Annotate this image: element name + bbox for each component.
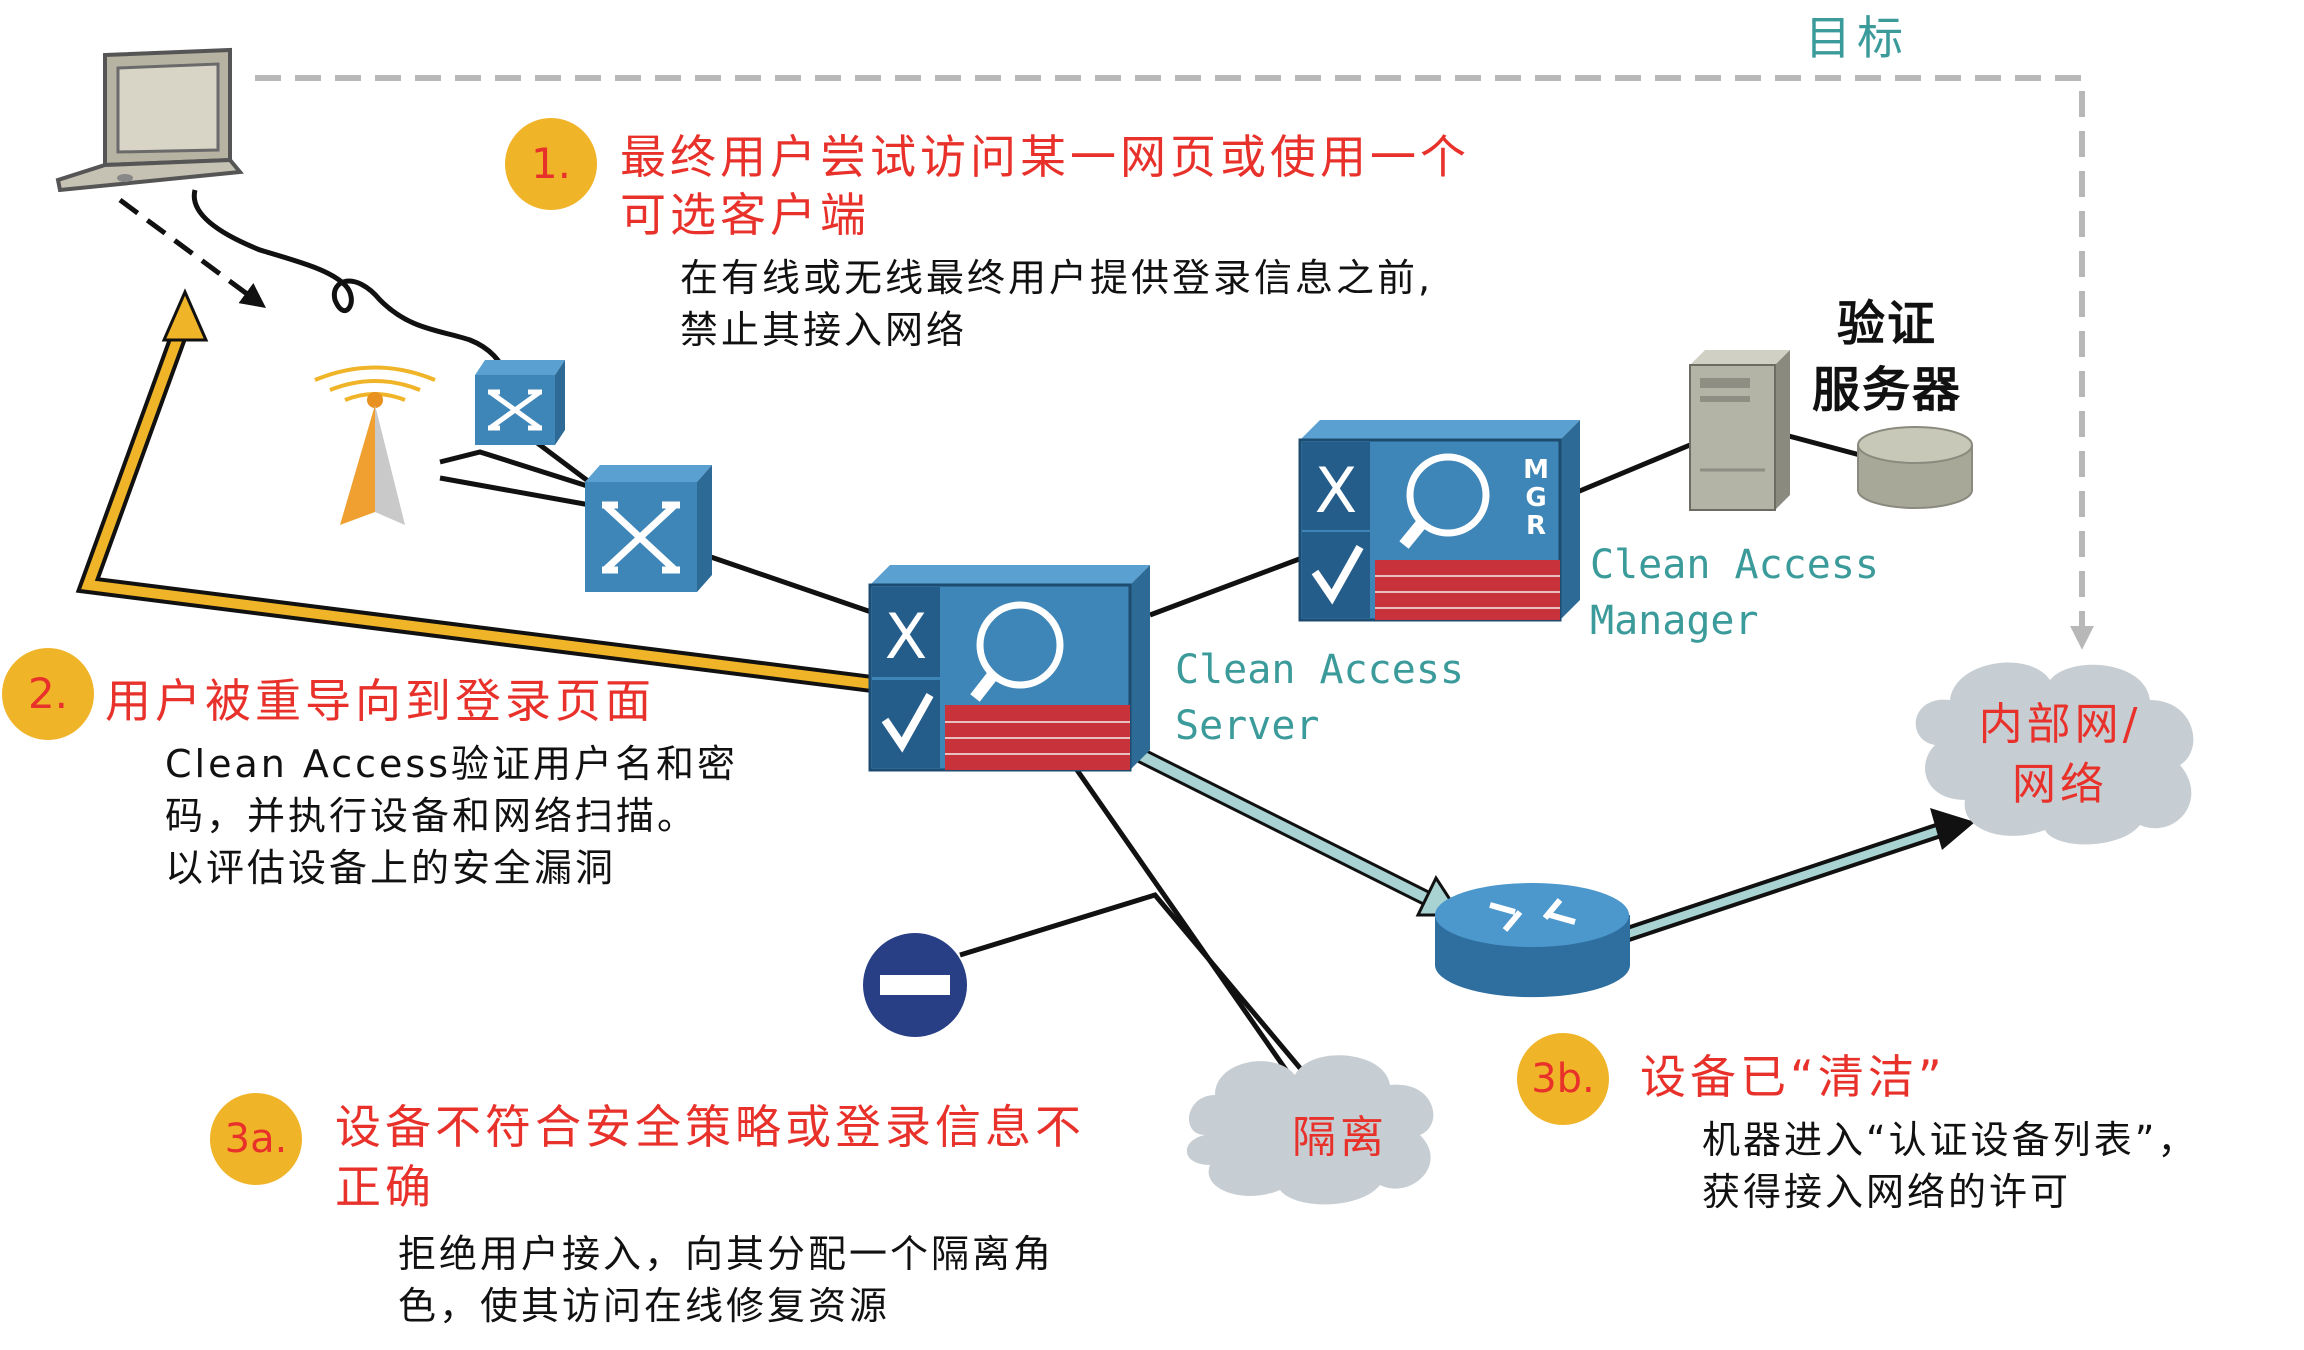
step-3b-title: 设备已“清洁” (1640, 1050, 1946, 1104)
cam-to-auth-link (1569, 442, 1691, 498)
database-icon (1857, 426, 1973, 509)
svg-text:X: X (885, 600, 927, 673)
step-3a-badge: 3a. (210, 1093, 302, 1185)
wireless-ap-icon (314, 365, 436, 525)
step-3a-title-line1: 设备不符合安全策略或登录信息不 (335, 1100, 1085, 1154)
cam-label-line1: Clean Access (1590, 542, 1879, 588)
distribution-switch-icon (585, 465, 712, 592)
redirect-arrow (75, 288, 882, 694)
mgr-letter-r: R (1526, 511, 1546, 541)
step-1-desc-line2: 禁止其接入网络 (680, 308, 968, 352)
router-icon (1435, 883, 1630, 998)
clean-access-server-icon: X (868, 565, 1150, 772)
step-3b-badge: 3b. (1517, 1033, 1609, 1125)
ap-cable (439, 449, 601, 493)
mgr-letter-g: G (1525, 483, 1546, 513)
auth-server-icon (1689, 350, 1790, 511)
step-2-title: 用户被重导向到登录页面 (105, 674, 655, 728)
ap-cable-2 (439, 475, 591, 508)
step-3a-desc-line2: 色，使其访问在线修复资源 (398, 1284, 891, 1328)
auth-server-label-line1: 验证 (1836, 296, 1937, 352)
step-2-desc-line1: Clean Access验证用户名和密 (165, 742, 739, 786)
step-2-desc-line3: 以评估设备上的安全漏洞 (165, 846, 617, 890)
quarantine-label: 隔离 (1292, 1112, 1388, 1163)
step-1-title-line1: 最终用户尝试访问某一网页或使用一个 (620, 130, 1470, 184)
step-2-desc-line2: 码，并执行设备和网络扫描。 (165, 794, 699, 838)
quarantine-feed (959, 892, 1312, 1082)
cas-label-line1: Clean Access (1175, 647, 1464, 693)
target-label: 目标 (1805, 11, 1909, 65)
no-entry-icon (863, 933, 967, 1037)
internal-network-label-line1: 内部网/ (1978, 699, 2142, 750)
step-3a-title-line2: 正确 (335, 1160, 435, 1214)
step-1-badge: 1. (505, 118, 597, 210)
mgr-letter-m: M (1523, 455, 1549, 485)
cas-label-line2: Server (1175, 703, 1320, 749)
clean-access-manager-icon: X M G R (1298, 420, 1580, 622)
laptop-cable (191, 189, 513, 382)
cas-to-quarantine-link (1067, 758, 1303, 1092)
auth-server-label-line2: 服务器 (1812, 362, 1963, 418)
step-2-badge: 2. (2, 648, 94, 740)
internal-network-label-line2: 网络 (2012, 759, 2108, 810)
quarantine-cloud (1186, 1055, 1434, 1205)
switch-to-cas-link (704, 552, 881, 618)
cas-to-cam-link (1149, 552, 1311, 618)
access-switch-icon (475, 360, 565, 445)
step-3b-desc-line2: 获得接入网络的许可 (1702, 1170, 2072, 1214)
svg-text:X: X (1315, 454, 1357, 527)
cam-label-line2: Manager (1590, 598, 1759, 644)
laptop-to-ap-dashed-arrow (118, 197, 267, 308)
clean-path-arrow (1136, 747, 1463, 917)
router-to-internal-arrow (1622, 808, 1975, 943)
step-3a-desc-line1: 拒绝用户接入，向其分配一个隔离角 (398, 1232, 1055, 1276)
laptop-icon (55, 47, 244, 193)
target-dashed-path (255, 75, 2094, 650)
internal-network-cloud (1915, 662, 2194, 845)
step-1-desc-line1: 在有线或无线最终用户提供登录信息之前, (680, 256, 1434, 300)
auth-to-db-link (1784, 432, 1861, 458)
step-3b-desc-line1: 机器进入“认证设备列表”， (1702, 1118, 2199, 1162)
step-1-title-line2: 可选客户端 (620, 188, 870, 242)
